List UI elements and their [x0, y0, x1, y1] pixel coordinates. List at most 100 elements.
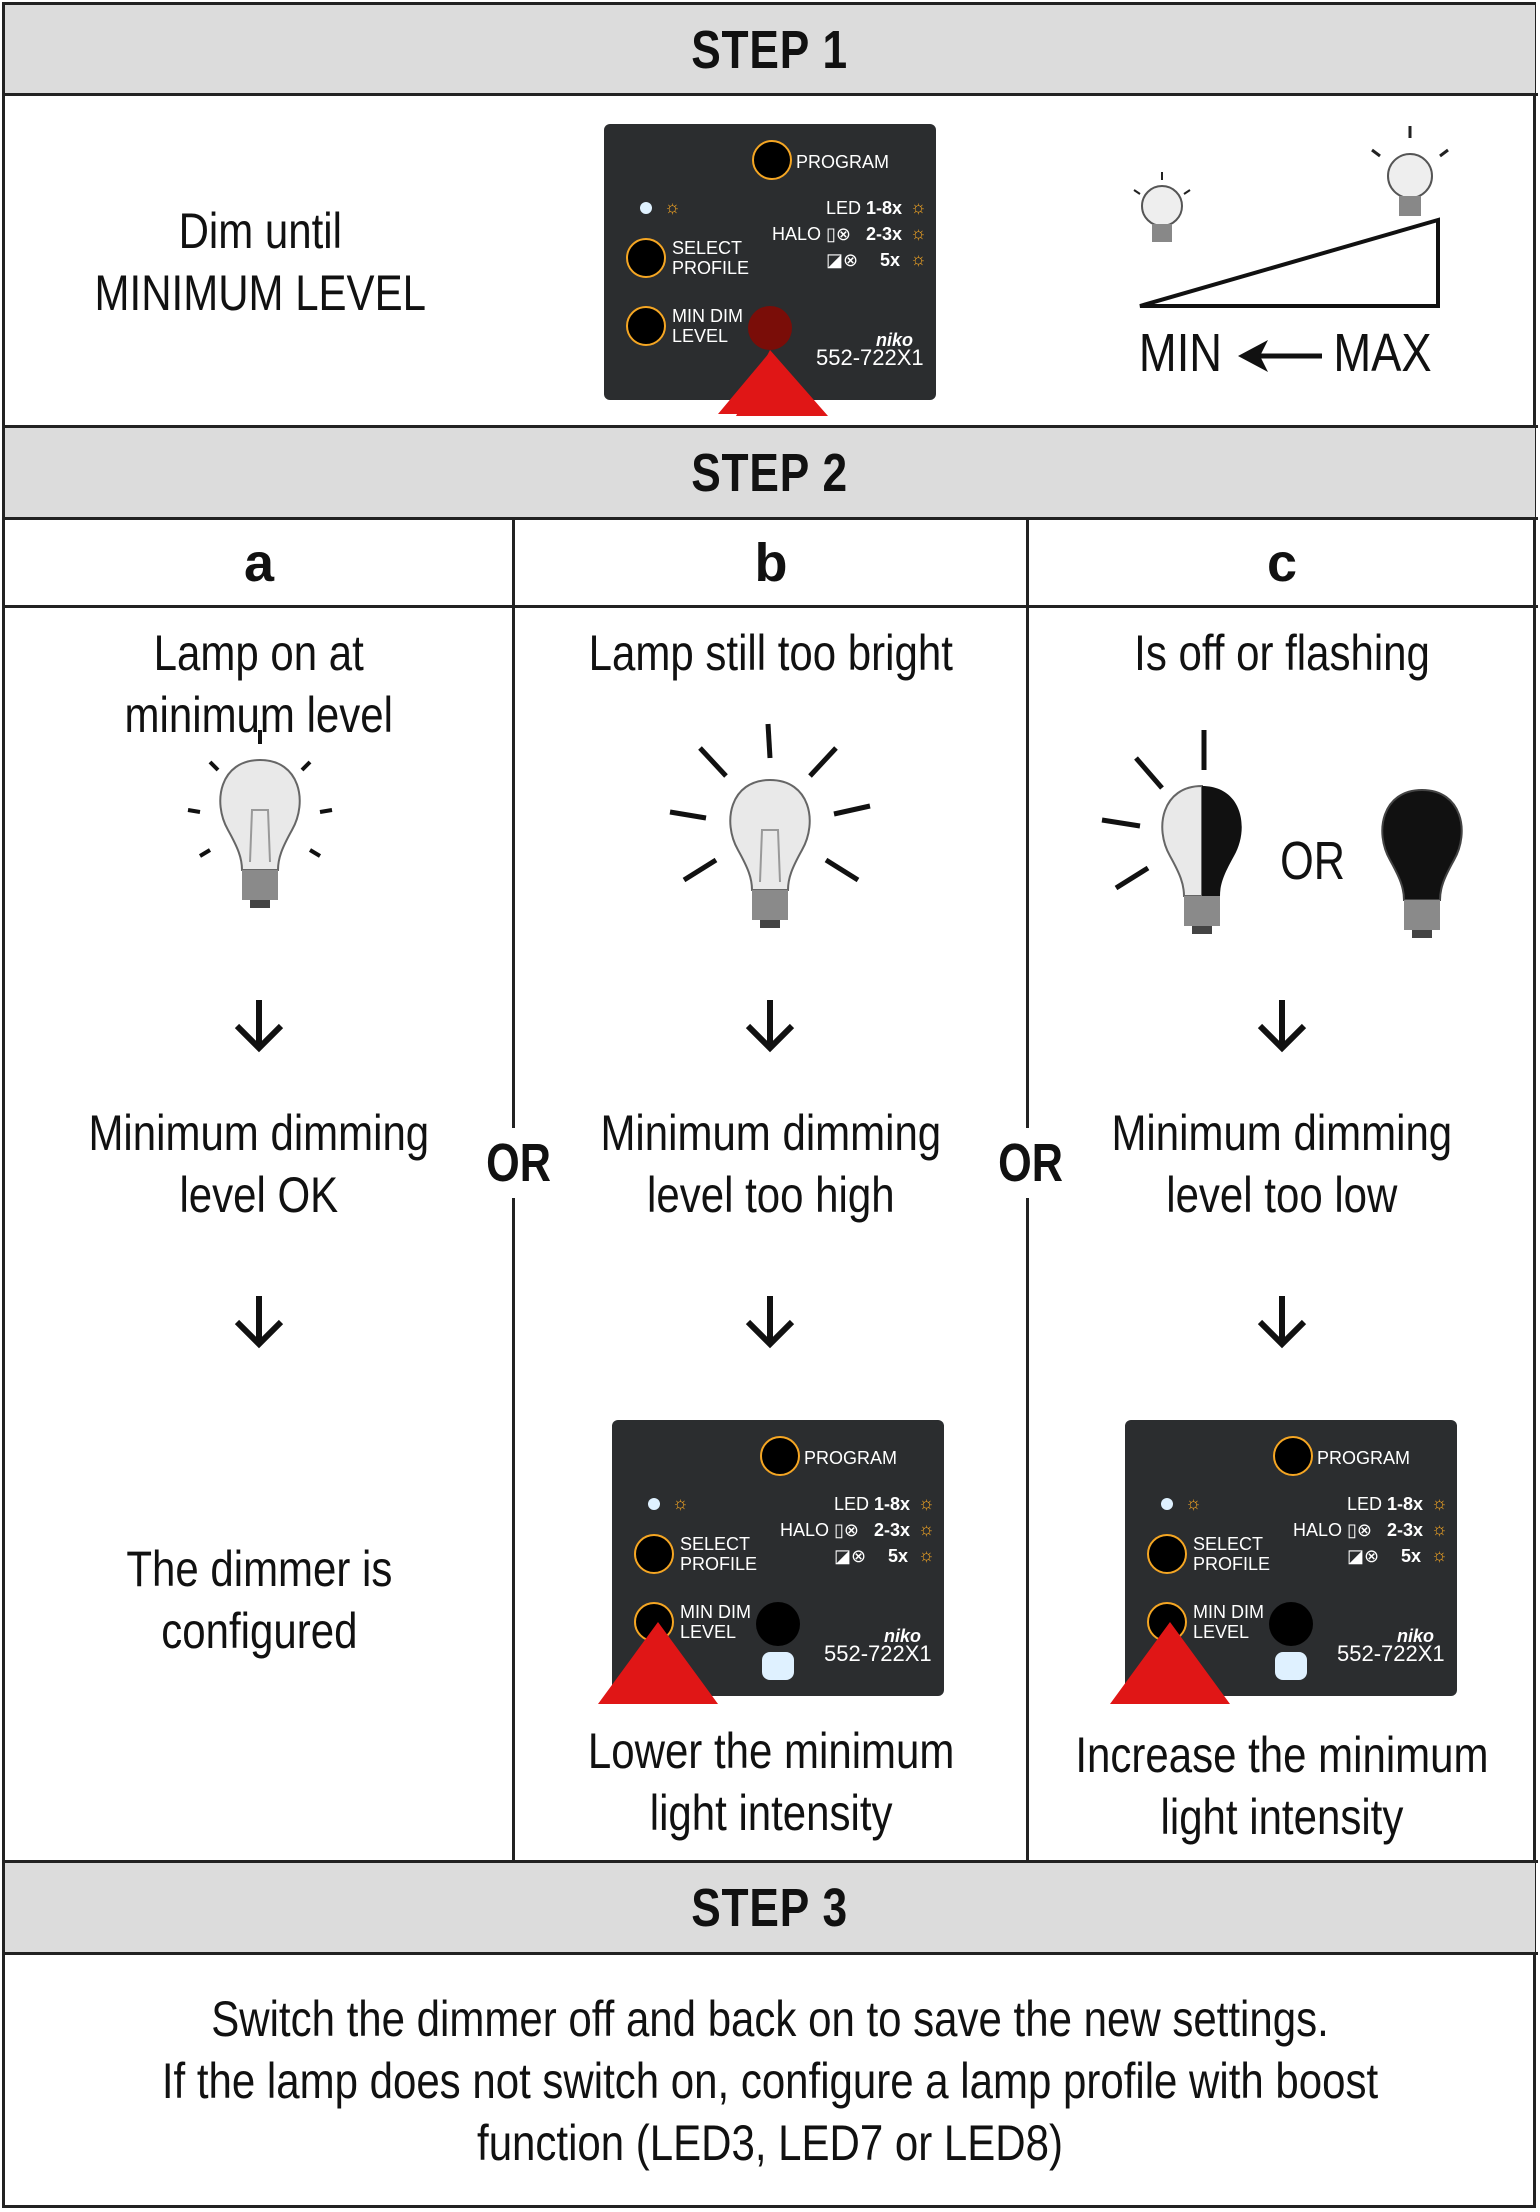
- step2-header: STEP 2: [5, 428, 1535, 518]
- or-separator: OR: [486, 1128, 551, 1198]
- lamp-or-label: OR: [1280, 831, 1345, 891]
- model-number: 552-722X1: [816, 345, 924, 370]
- min-dim-level-button[interactable]: [626, 306, 666, 346]
- min-label: MIN: [1138, 323, 1222, 383]
- sun-icon: ☼: [918, 1493, 935, 1513]
- step3-header: STEP 3: [5, 1863, 1535, 1953]
- down-arrow-icon: [234, 1296, 284, 1349]
- divider: [2, 605, 1538, 608]
- min-dim-level-label: MIN DIM LEVEL: [680, 1602, 751, 1642]
- sun-icon: ☼: [664, 197, 681, 217]
- program-button[interactable]: [752, 140, 792, 180]
- transformer-symbol-icon: ◪⊗: [834, 1546, 867, 1566]
- down-arrow-icon: [1257, 1000, 1307, 1053]
- transformer-symbol-icon: ◪⊗: [1347, 1546, 1380, 1566]
- sun-icon: ☼: [910, 223, 927, 243]
- down-arrow-icon: [234, 1000, 284, 1053]
- model-number: 552-722X1: [824, 1641, 932, 1666]
- press-arrow-icon: [1110, 1622, 1230, 1704]
- third-count: 5x: [880, 250, 901, 270]
- divider: [2, 425, 1538, 428]
- or-separator: OR: [998, 1128, 1063, 1198]
- indicator-off: [756, 1602, 800, 1646]
- select-profile-button[interactable]: [634, 1534, 674, 1574]
- step3-text: Switch the dimmer off and back on to sav…: [161, 1991, 1379, 2171]
- step1-instruction: Dim until MINIMUM LEVEL: [94, 203, 426, 321]
- bulb-bright-icon: [669, 723, 871, 928]
- status-led: [648, 1498, 660, 1510]
- action-c: Increase the minimum light intensity: [1075, 1727, 1489, 1845]
- condition-a: Lamp on at minimum level: [124, 625, 394, 743]
- indicator-light: [762, 1652, 794, 1680]
- select-profile-label: SELECT PROFILE: [1193, 1534, 1271, 1574]
- divider: [2, 1860, 1538, 1863]
- program-button[interactable]: [760, 1436, 800, 1476]
- select-profile-button[interactable]: [1147, 1534, 1187, 1574]
- bulb-dim-icon: [187, 730, 333, 908]
- transformer-symbol-icon: ◪⊗: [826, 250, 859, 270]
- down-arrow-icon: [745, 1000, 795, 1053]
- sun-icon: ☼: [910, 249, 927, 269]
- sun-icon: ☼: [672, 1493, 689, 1513]
- sun-icon: ☼: [1185, 1493, 1202, 1513]
- sun-icon: ☼: [1431, 1545, 1448, 1565]
- halo-count: 2-3x: [874, 1520, 911, 1540]
- status-led: [640, 202, 652, 214]
- divider: [2, 517, 1538, 520]
- third-count: 5x: [1401, 1546, 1422, 1566]
- led-count: 1-8x: [866, 198, 903, 218]
- column-b-label: b: [754, 533, 788, 593]
- led-label: LED: [1347, 1494, 1383, 1514]
- divider: [2, 93, 1538, 96]
- dimming-ramp-graphic: [1133, 126, 1449, 308]
- press-arrow-icon: [712, 350, 828, 416]
- action-a: The dimmer is configured: [125, 1541, 393, 1659]
- status-led: [1161, 1498, 1173, 1510]
- arrow-left-icon: [1238, 340, 1322, 372]
- divider: [2, 1952, 1538, 1955]
- program-label: PROGRAM: [1317, 1448, 1411, 1468]
- halo-label: HALO: [780, 1520, 830, 1540]
- halo-count: 2-3x: [1387, 1520, 1424, 1540]
- indicator-light: [1275, 1652, 1307, 1680]
- halo-symbol-icon: ▯⊗: [1347, 1520, 1372, 1540]
- sun-icon: ☼: [918, 1545, 935, 1565]
- model-number: 552-722X1: [1337, 1641, 1445, 1666]
- sun-icon: ☼: [1431, 1493, 1448, 1513]
- halo-label: HALO: [772, 224, 822, 244]
- program-label: PROGRAM: [796, 152, 890, 172]
- program-button[interactable]: [1273, 1436, 1313, 1476]
- pressed-indicator: [748, 306, 792, 350]
- select-profile-label: SELECT PROFILE: [680, 1534, 758, 1574]
- sun-icon: ☼: [1431, 1519, 1448, 1539]
- condition-b: Lamp still too bright: [588, 625, 954, 681]
- halo-symbol-icon: ▯⊗: [826, 224, 851, 244]
- program-label: PROGRAM: [804, 1448, 898, 1468]
- led-count: 1-8x: [1387, 1494, 1424, 1514]
- action-b: Lower the minimum light intensity: [587, 1723, 955, 1841]
- step1-header: STEP 1: [5, 5, 1535, 94]
- bulb-flashing-icon: [1101, 730, 1242, 934]
- condition-c: Is off or flashing: [1134, 625, 1430, 681]
- column-c-label: c: [1266, 533, 1298, 593]
- select-profile-label: SELECT PROFILE: [672, 238, 750, 278]
- result-a: Minimum dimming level OK: [88, 1105, 430, 1223]
- led-label: LED: [834, 1494, 870, 1514]
- result-c: Minimum dimming level too low: [1111, 1105, 1453, 1223]
- third-count: 5x: [888, 1546, 909, 1566]
- min-dim-level-label: MIN DIM LEVEL: [672, 306, 743, 346]
- result-b: Minimum dimming level too high: [600, 1105, 942, 1223]
- halo-count: 2-3x: [866, 224, 903, 244]
- halo-symbol-icon: ▯⊗: [834, 1520, 859, 1540]
- led-label: LED: [826, 198, 862, 218]
- sun-icon: ☼: [910, 197, 927, 217]
- large-bulb-icon: [1371, 126, 1449, 216]
- small-bulb-icon: [1133, 172, 1191, 242]
- indicator-off: [1269, 1602, 1313, 1646]
- brand-logo: niko: [876, 330, 914, 350]
- select-profile-button[interactable]: [626, 238, 666, 278]
- min-dim-level-label: MIN DIM LEVEL: [1193, 1602, 1264, 1642]
- sun-icon: ☼: [918, 1519, 935, 1539]
